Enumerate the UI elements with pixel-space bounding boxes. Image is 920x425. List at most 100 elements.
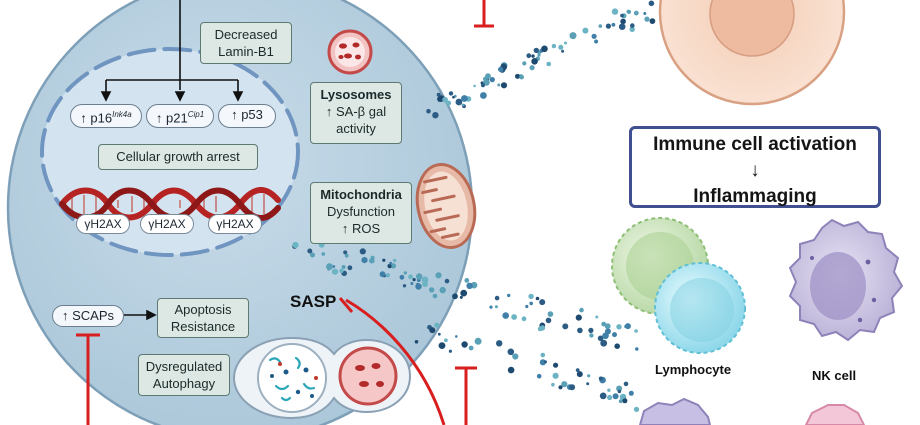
sasp-dot xyxy=(410,282,414,285)
sasp-dot xyxy=(455,335,458,338)
sasp-dot xyxy=(343,250,348,255)
sasp-dot xyxy=(474,337,482,345)
nuclear-envelope xyxy=(40,47,300,257)
sasp-dot xyxy=(327,268,331,271)
sasp-dot xyxy=(310,252,315,258)
immune-line-2: Inflammaging xyxy=(693,186,817,207)
sasp-dot xyxy=(403,271,407,275)
sasp-dot xyxy=(587,374,591,378)
sasp-dot xyxy=(489,305,493,309)
sasp-dot xyxy=(507,293,511,298)
sasp-dot xyxy=(442,96,448,103)
sasp-dot xyxy=(579,307,584,313)
sasp-dot xyxy=(558,385,563,390)
p21-sup: Cip1 xyxy=(187,110,205,119)
sasp-dot xyxy=(553,362,559,368)
sasp-dot xyxy=(551,43,557,49)
sasp-dot xyxy=(533,47,539,54)
autophagy-line-1: Dysregulated xyxy=(145,359,223,374)
sasp-dot xyxy=(521,316,527,322)
autophagy-icon xyxy=(232,336,412,420)
sasp-dot xyxy=(616,385,623,392)
sasp-dot xyxy=(598,24,603,28)
p16-marker: ↑ p16Ink4a xyxy=(70,104,142,128)
sasp-dot xyxy=(618,23,626,31)
sasp-dot xyxy=(422,281,428,287)
sasp-dot xyxy=(539,359,547,366)
sasp-dot xyxy=(461,341,468,348)
nk-cell-icon xyxy=(788,218,904,342)
apoptosis-line-2: Resistance xyxy=(170,319,236,334)
sasp-dot xyxy=(452,95,455,99)
sasp-dot xyxy=(519,74,524,80)
apoptosis-line-1: Apoptosis xyxy=(174,302,232,317)
sasp-dot xyxy=(502,312,510,319)
sasp-dot xyxy=(385,273,390,278)
sasp-dot xyxy=(455,98,463,106)
mitochondria-icon xyxy=(415,163,477,249)
p53-name: p53 xyxy=(241,107,263,122)
sasp-dot xyxy=(307,248,313,254)
scaps-label: ↑ SCAPs xyxy=(61,308,114,323)
autophagy-box: Dysregulated Autophagy xyxy=(138,354,230,396)
sasp-dot xyxy=(537,53,541,57)
sasp-dot xyxy=(415,283,422,290)
lamin-b1-box: Decreased Lamin-B1 xyxy=(200,22,292,64)
sasp-dot xyxy=(628,390,634,396)
lamin-line-2: Lamin-B1 xyxy=(218,44,274,59)
sasp-dot xyxy=(535,296,540,301)
sasp-dot xyxy=(339,268,344,273)
gh2ax-label-2: γH2AX xyxy=(140,214,194,234)
sasp-dot xyxy=(466,282,473,289)
sasp-dot xyxy=(359,248,366,255)
sasp-dot xyxy=(629,26,635,32)
sasp-dot xyxy=(561,381,568,388)
p21-name: p21 xyxy=(165,110,188,126)
sasp-dot xyxy=(402,284,407,288)
sasp-dot xyxy=(577,327,583,334)
sasp-dot xyxy=(389,261,392,265)
lamin-line-1: Decreased xyxy=(214,27,278,42)
lysosome-icon xyxy=(327,29,373,75)
sasp-dot xyxy=(494,305,498,309)
sasp-dot xyxy=(614,343,620,350)
sasp-dot xyxy=(575,368,580,372)
sasp-dot xyxy=(544,360,547,364)
sasp-dot xyxy=(331,268,339,275)
sasp-dot xyxy=(591,33,597,39)
sasp-dot xyxy=(598,376,603,381)
immune-line-1: Immune cell activation xyxy=(653,134,857,155)
sasp-dot xyxy=(448,91,454,96)
sasp-dot xyxy=(444,278,450,284)
sasp-dot xyxy=(633,406,640,412)
sasp-label: SASP xyxy=(290,292,337,311)
sasp-dot xyxy=(539,299,546,306)
sasp-dot xyxy=(601,321,607,327)
lysosomes-title: Lysosomes xyxy=(320,87,392,102)
marker-arrows xyxy=(100,0,244,102)
sasp-dot xyxy=(648,0,655,7)
p16-sup: Ink4a xyxy=(112,110,132,119)
sasp-dot xyxy=(599,392,607,400)
gh2ax-label-3: γH2AX xyxy=(208,214,262,234)
sasp-dot xyxy=(292,241,299,249)
sasp-dot xyxy=(525,304,529,309)
gh2ax-label-1: γH2AX xyxy=(76,214,130,234)
sasp-dot xyxy=(459,295,463,299)
sasp-dot xyxy=(500,82,508,89)
sasp-dot xyxy=(432,293,438,299)
sasp-dot xyxy=(429,327,436,334)
sasp-dot xyxy=(597,335,604,342)
target-cell xyxy=(658,0,846,106)
sasp-dot xyxy=(616,324,622,330)
sasp-dot xyxy=(399,274,405,280)
sasp-dot xyxy=(576,371,583,378)
sasp-dot xyxy=(382,258,386,262)
sasp-dot xyxy=(421,276,429,284)
sasp-dot xyxy=(347,265,353,271)
sasp-dot xyxy=(607,388,611,392)
sasp-dot xyxy=(452,293,458,300)
sasp-dot xyxy=(341,265,346,269)
sasp-dot xyxy=(531,54,535,58)
